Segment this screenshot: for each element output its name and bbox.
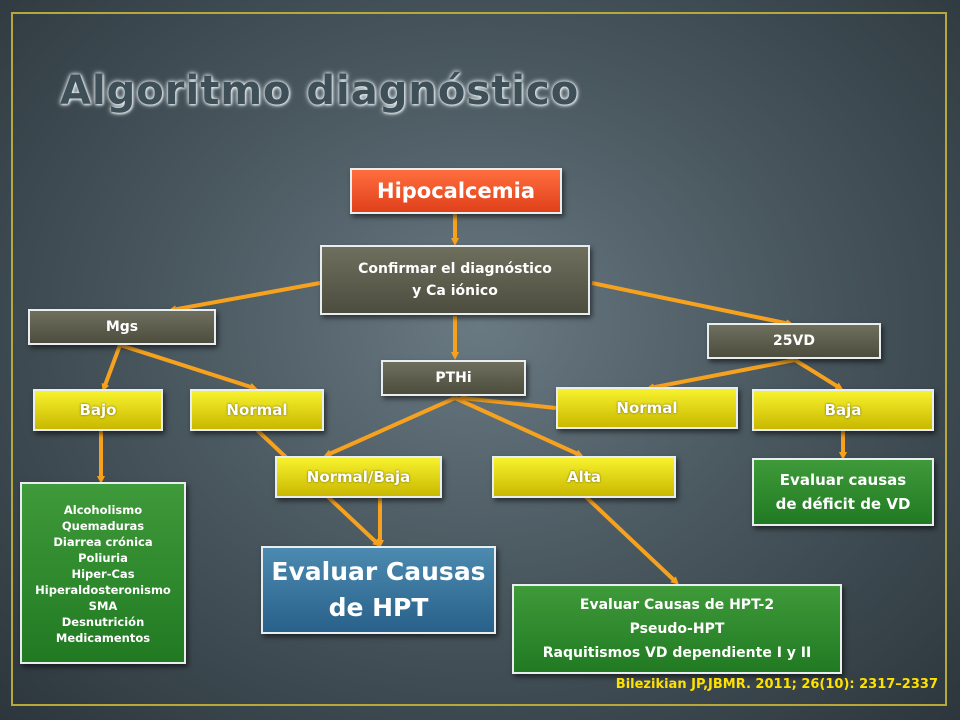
node-normal-mgs: Normal [190,389,324,431]
node-baja: Baja [752,389,934,431]
node-causas-mg: Alcoholismo Quemaduras Diarrea crónica P… [20,482,186,664]
arrow-confirmar-25vd [591,281,794,328]
arrow-confirmar-mgs [168,281,321,314]
node-evaluar-causas-hpt2: Evaluar Causas de HPT-2 Pseudo-HPT Raqui… [512,584,842,674]
node-alta: Alta [492,456,676,498]
node-mgs: Mgs [28,309,216,345]
arrow-normalvd-pthi [458,394,557,410]
node-confirmar-diagnostico: Confirmar el diagnóstico y Ca iónico [320,245,590,315]
arrow-25vd-baja [793,358,844,391]
arrow-alta-evaluarhpt2 [583,494,679,585]
citation: Bilezikian JP,JBMR. 2011; 26(10): 2317–2… [615,677,938,692]
arrow-mgs-bajo [101,344,122,392]
node-normal-baja: Normal/Baja [275,456,442,498]
node-normal-25vd: Normal [556,387,738,429]
arrow-pthi-normalbaja [323,396,456,458]
node-evaluar-deficit-vd: Evaluar causas de déficit de VD [752,458,934,526]
slide-title: Algoritmo diagnóstico [60,68,580,114]
node-hipocalcemia: Hipocalcemia [350,168,562,214]
node-evaluar-causas-hpt: Evaluar Causas de HPT [261,546,496,634]
arrow-pthi-alta [454,396,584,457]
slide-frame [11,12,947,706]
node-pthi: PTHi [381,360,526,396]
node-bajo: Bajo [33,389,163,431]
arrow-mgs-normal [119,343,258,391]
arrow-25vd-normal [646,358,796,392]
node-25vd: 25VD [707,323,881,359]
